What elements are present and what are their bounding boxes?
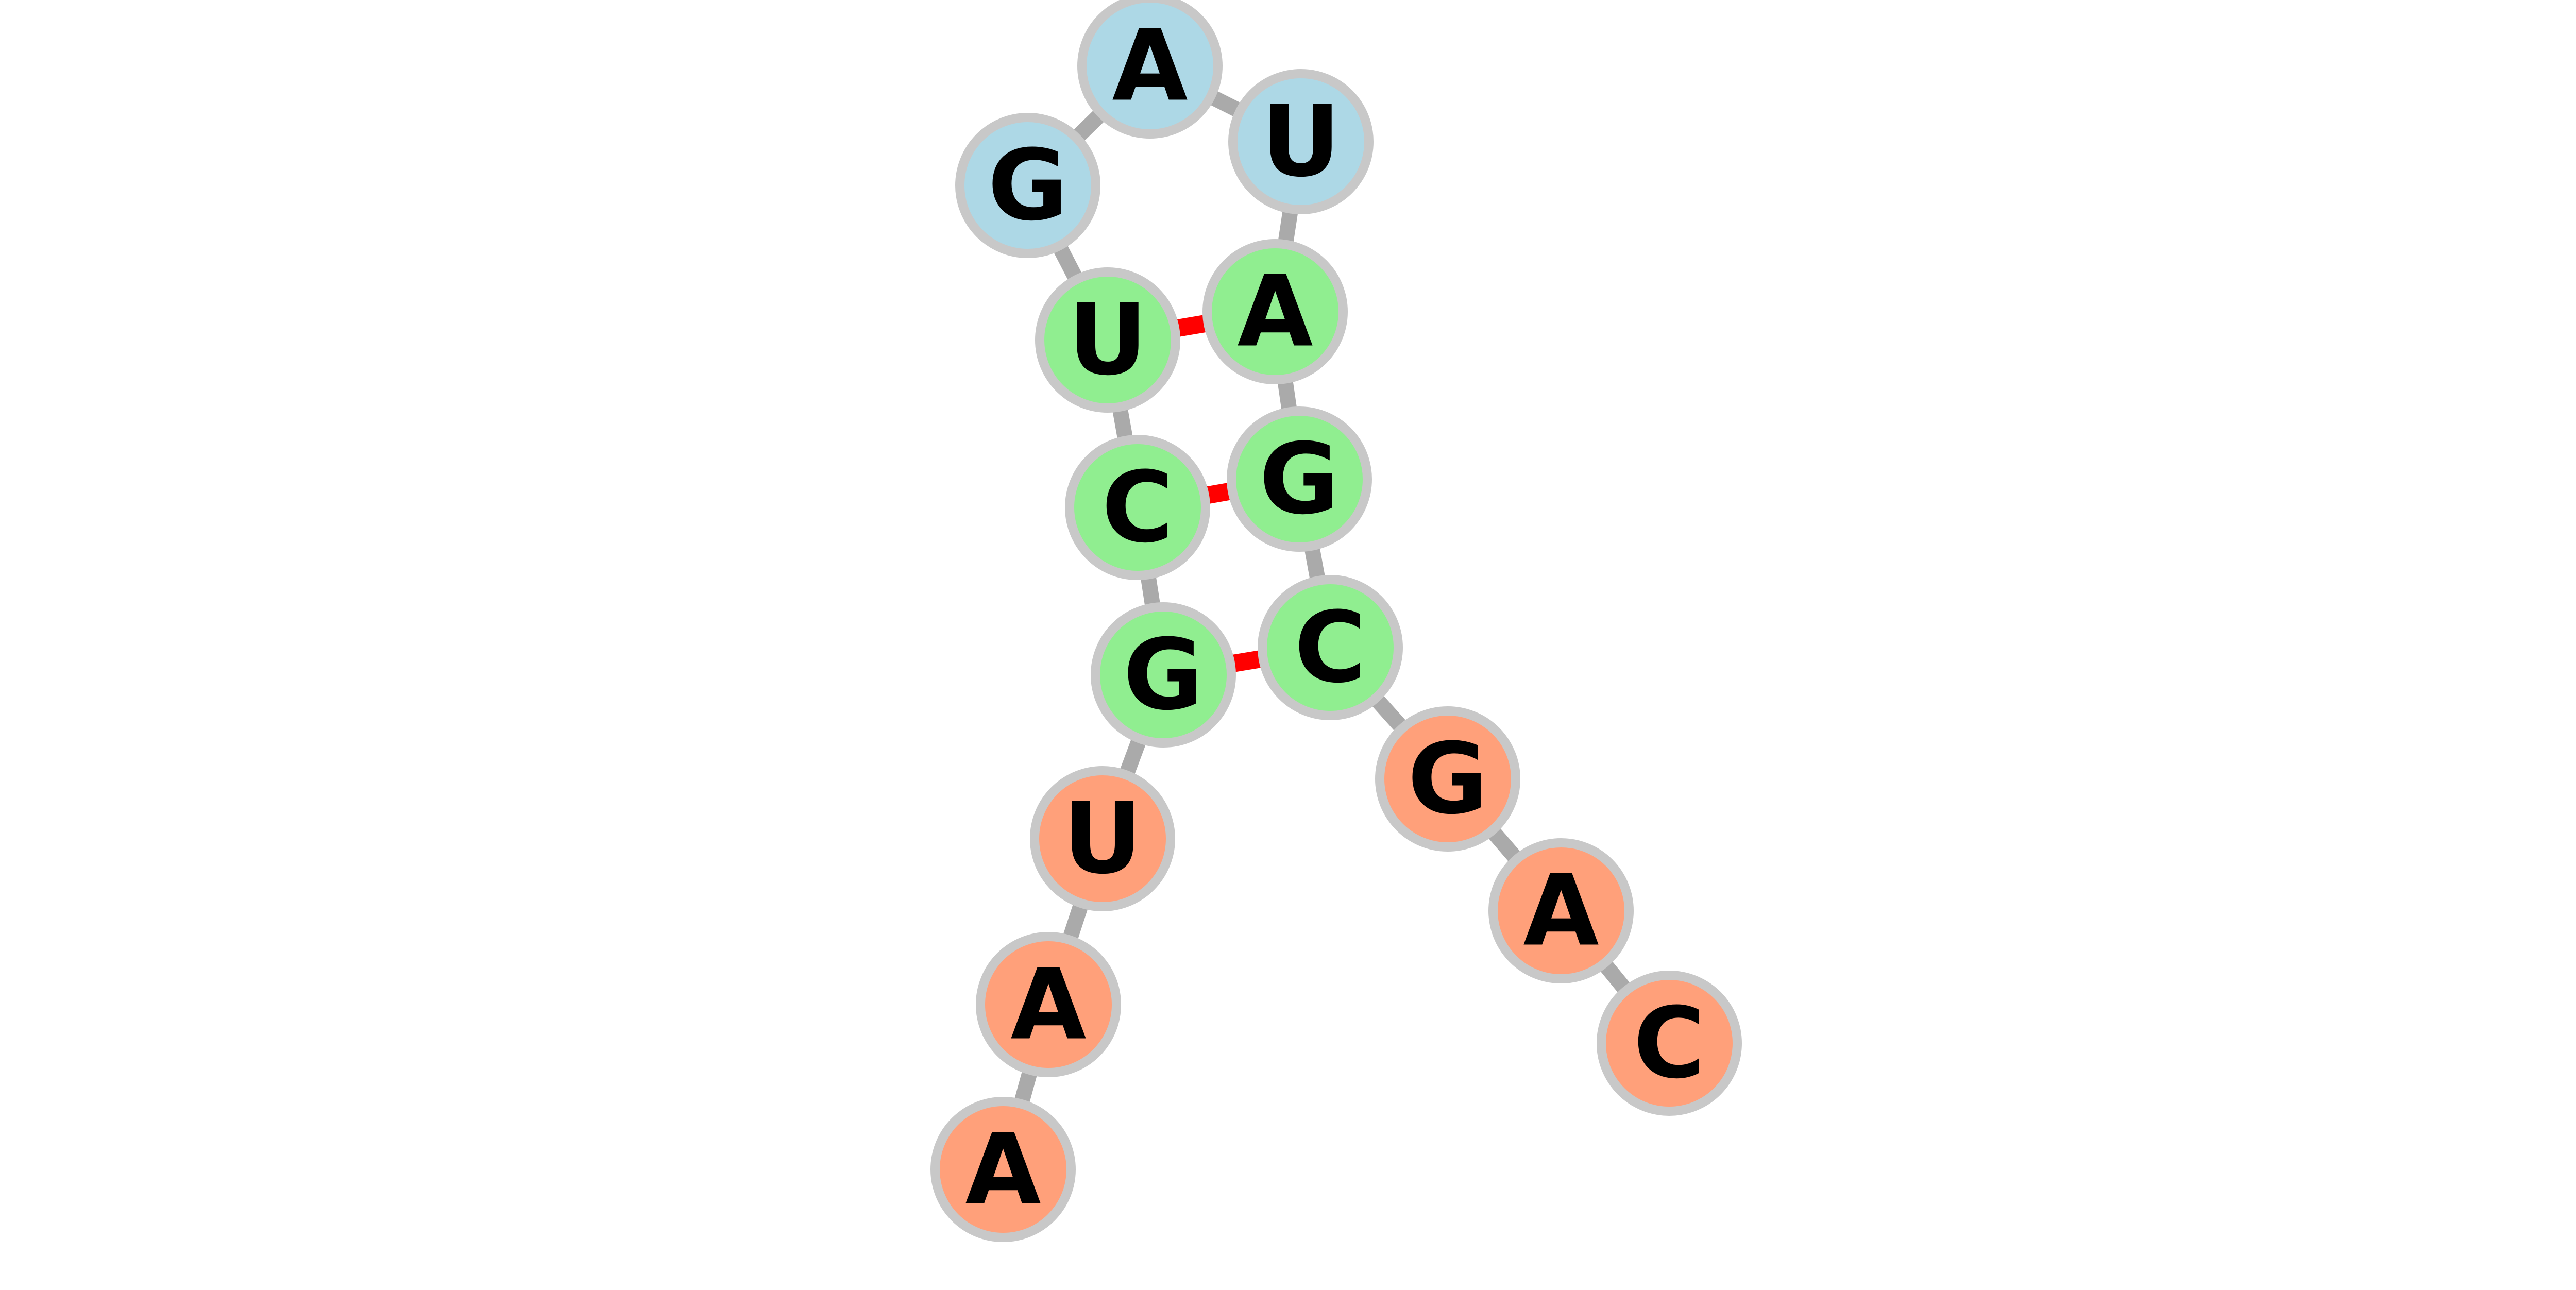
nucleotide-label: G xyxy=(1123,618,1204,732)
nucleotide-circle xyxy=(1065,435,1210,580)
nucleotide-circle xyxy=(1375,706,1520,852)
nucleotide-node: A xyxy=(930,1097,1076,1242)
nucleotide-circle xyxy=(1077,0,1223,139)
nucleotide-label: U xyxy=(1063,782,1142,896)
nucleotide-label: A xyxy=(1010,948,1086,1062)
nucleotide-node: U xyxy=(1030,766,1175,911)
nucleotide-label: G xyxy=(988,129,1068,243)
nucleotide-node: G xyxy=(1091,602,1236,748)
nucleotide-circle xyxy=(1228,69,1374,214)
nucleotide-node: C xyxy=(1258,575,1403,720)
nucleotide-label: G xyxy=(1408,722,1488,836)
nucleotide-label: U xyxy=(1261,85,1341,199)
nucleotide-circle xyxy=(1488,838,1634,983)
nucleotide-label: G xyxy=(1259,422,1340,536)
nucleotide-label: C xyxy=(1633,987,1705,1100)
nucleotide-circle xyxy=(1227,406,1372,552)
nucleotide-node: A xyxy=(1202,239,1348,384)
nucleotide-circle xyxy=(1030,766,1175,911)
nucleotide-node: C xyxy=(1597,971,1742,1116)
nucleotide-circle xyxy=(1597,971,1742,1116)
nucleotide-circle xyxy=(930,1097,1076,1242)
nucleotide-circle xyxy=(1202,239,1348,384)
nucleotide-circle xyxy=(1035,267,1180,413)
nucleotide-label: U xyxy=(1068,283,1147,397)
nucleotide-node: U xyxy=(1228,69,1374,214)
nucleotide-node: A xyxy=(1077,0,1223,139)
nucleotide-circle xyxy=(976,932,1121,1077)
nucleotide-label: C xyxy=(1101,451,1173,565)
nucleotide-node: A xyxy=(976,932,1121,1077)
nucleotide-circle xyxy=(1091,602,1236,748)
nucleotide-node: U xyxy=(1035,267,1180,413)
nucleotide-node: G xyxy=(1375,706,1520,852)
nucleotide-node: C xyxy=(1065,435,1210,580)
nucleotide-node: G xyxy=(955,113,1100,258)
nucleotide-circle xyxy=(955,113,1100,258)
nucleotide-node: G xyxy=(1227,406,1372,552)
nucleotide-label: A xyxy=(1112,9,1188,123)
nucleotide-label: A xyxy=(1237,255,1313,369)
nucleotide-label: C xyxy=(1294,591,1366,705)
nucleotide-circle xyxy=(1258,575,1403,720)
nucleotide-node: A xyxy=(1488,838,1634,983)
nucleotide-label: A xyxy=(965,1113,1041,1227)
nucleotide-label: A xyxy=(1523,854,1599,968)
